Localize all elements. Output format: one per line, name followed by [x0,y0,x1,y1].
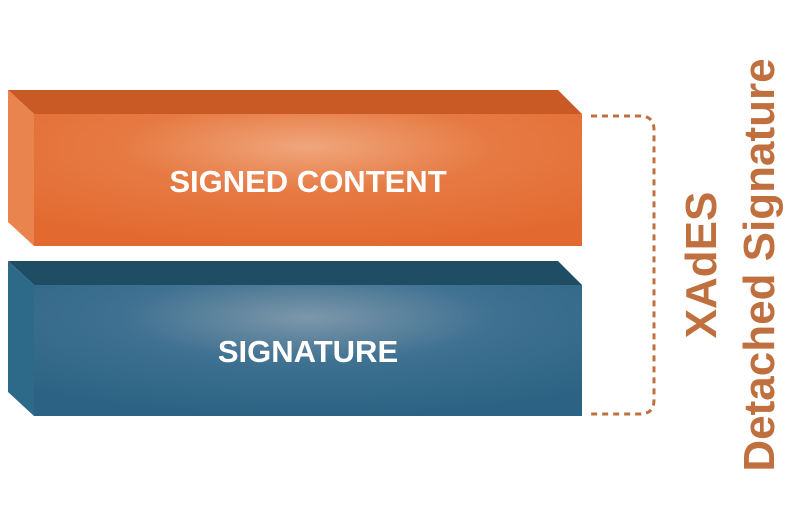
signature-top-face [8,261,582,285]
signed-content-label: SIGNED CONTENT [169,164,446,199]
signed-content-block: SIGNED CONTENT [8,90,582,246]
xades-label: XAdES [677,192,726,339]
signed-content-side-face [8,90,34,246]
signed-content-front-face [34,114,582,246]
grouping-bracket [591,114,656,416]
signature-block: SIGNATURE [8,261,582,416]
detached-signature-label: Detached Signature [735,58,784,471]
signature-label: SIGNATURE [218,334,398,369]
signature-side-face [8,261,34,416]
signed-content-top-face [8,90,582,114]
signature-front-face [34,285,582,416]
